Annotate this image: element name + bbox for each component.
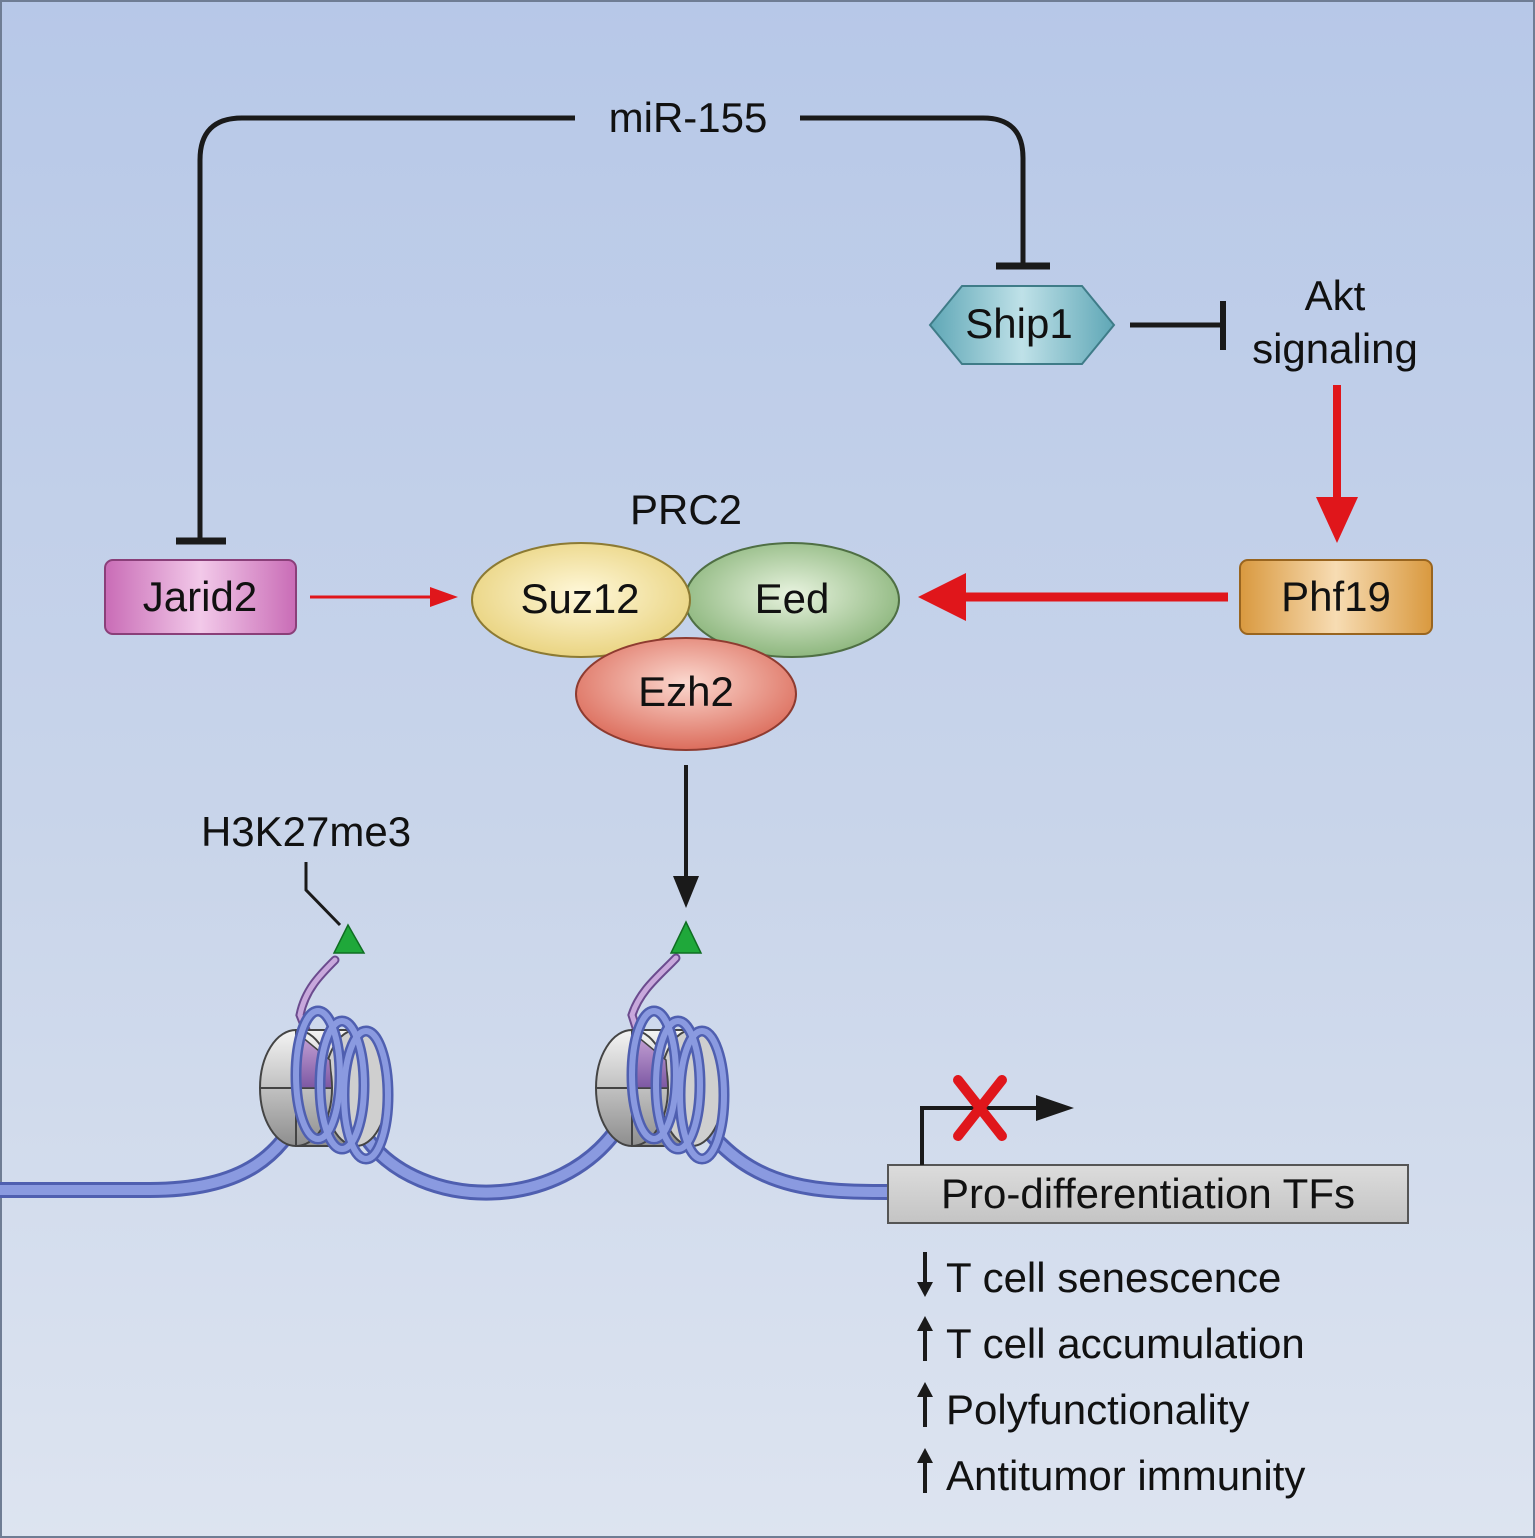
jarid2-to-prc2-arrowhead	[430, 587, 458, 607]
suz12-subunit	[471, 542, 691, 658]
ezh2-subunit	[575, 637, 797, 751]
nucleosome-2	[595, 920, 730, 1165]
dna-wrap-2c-highlight	[677, 1028, 727, 1162]
dna-wrap-2b-highlight	[653, 1018, 703, 1152]
mir155-label: miR-155	[608, 94, 768, 141]
histone-tail-1-highlight	[297, 957, 338, 1043]
prc2-label: PRC2	[629, 486, 743, 533]
outcome-label-antitumor: Antitumor immunity	[946, 1452, 1306, 1499]
tss-arrowhead	[1036, 1095, 1074, 1121]
outcome-label-polyfunctionality: Polyfunctionality	[946, 1386, 1250, 1433]
gene-label: Pro-differentiation TFs	[941, 1170, 1355, 1217]
outcome-label-senescence: T cell senescence	[946, 1254, 1282, 1301]
jarid2-node	[104, 559, 297, 635]
outcome-arrow-up-icon	[917, 1316, 933, 1361]
dna-strand-left	[0, 1107, 308, 1198]
histone-tail-2-highlight	[629, 955, 679, 1043]
ezh2-label: Ezh2	[638, 668, 734, 715]
akt-label-line1: Akt	[1304, 272, 1366, 319]
phf19-label: Phf19	[1281, 573, 1391, 620]
jarid2-label: Jarid2	[142, 573, 258, 620]
suz12-label: Suz12	[520, 575, 640, 622]
h3k27me3-mark-2	[669, 920, 703, 954]
dna-linker-highlight	[363, 1120, 625, 1198]
dna-wrap-2a-highlight	[629, 1008, 679, 1142]
mir155-to-ship1-line	[800, 115, 1026, 265]
eed-label: Eed	[754, 575, 830, 622]
outcome-arrow-up-icon	[917, 1382, 933, 1427]
ship1-label: Ship1	[965, 300, 1073, 347]
dna-strand-left-highlight	[0, 1110, 305, 1195]
phf19-to-prc2-arrowhead	[918, 573, 966, 621]
mir155-to-jarid2-line	[197, 115, 575, 540]
outcome-arrow-down-icon	[917, 1252, 933, 1297]
outcome-label-accumulation: T cell accumulation	[946, 1320, 1305, 1367]
prc2-to-histone-arrowhead	[673, 876, 699, 908]
dna-wrap-1a-highlight	[293, 1008, 343, 1142]
h3k27me3-leader-line	[304, 862, 342, 927]
h3k27me3-label: H3K27me3	[200, 808, 412, 855]
nucleosome-1	[259, 923, 394, 1165]
akt-label-line2: signaling	[1252, 325, 1418, 372]
dna-wrap-1c-highlight	[341, 1028, 391, 1162]
outcome-arrow-up-icon	[917, 1448, 933, 1493]
dna-strand-right-highlight	[707, 1130, 893, 1197]
akt-to-phf19-arrowhead	[1316, 497, 1358, 543]
ship1-node	[928, 285, 1116, 365]
dna-wrap-1b-highlight	[317, 1018, 367, 1152]
transcription-blocked-x-icon	[953, 1075, 1007, 1141]
h3k27me3-mark-1	[332, 923, 366, 954]
gene-box	[887, 1164, 1409, 1224]
tss-arrow-line	[920, 1106, 1040, 1165]
phf19-node	[1239, 559, 1433, 635]
